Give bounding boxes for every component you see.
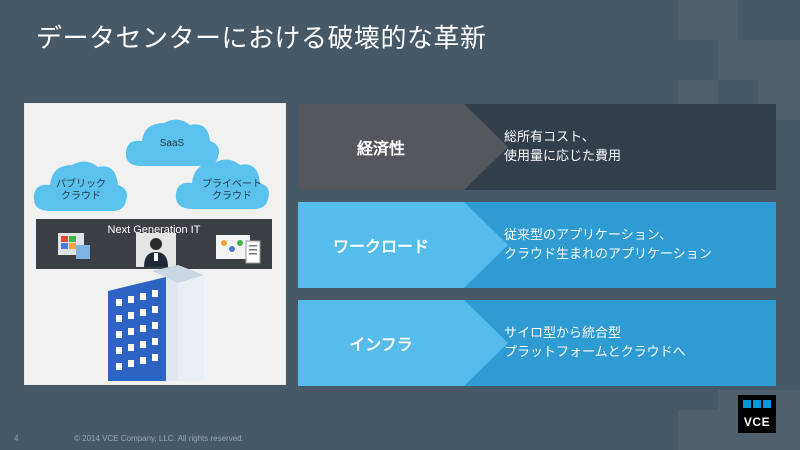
private-cloud-icon — [175, 159, 269, 209]
blocks-icon — [58, 233, 90, 259]
public-cloud-icon — [33, 161, 127, 211]
next-generation-it-label: Next Generation IT — [107, 224, 201, 236]
row-infrastructure-desc-line1: サイロ型から統合型 — [504, 326, 622, 341]
logo-square-icon — [763, 400, 771, 408]
row-workload-desc-line1: 従来型のアプリケーション、 — [504, 228, 672, 243]
row-infrastructure-desc-line2: プラットフォームとクラウドへ — [504, 345, 686, 360]
building-icon — [108, 265, 204, 381]
background-decoration — [678, 410, 718, 450]
illustration-panel: SaaS パブリック クラウド プライベート クラウド Next Generat… — [24, 103, 286, 385]
row-infrastructure-description: サイロ型から統合型 プラットフォームとクラウドへ — [504, 300, 774, 386]
slide-title: データセンターにおける破壊的な革新 — [36, 24, 487, 54]
row-workload-description: 従来型のアプリケーション、 クラウド生まれのアプリケーション — [504, 202, 774, 288]
person-icon — [136, 233, 176, 267]
background-decoration — [718, 40, 800, 80]
chevron-shape — [298, 104, 508, 190]
row-economics-desc-line2: 使用量に応じた費用 — [504, 149, 622, 164]
copyright-notice: © 2014 VCE Company, LLC. All rights rese… — [74, 434, 244, 443]
row-workload-label: ワークロード — [332, 237, 429, 256]
document-icon — [216, 235, 261, 264]
public-cloud-label-1: パブリック — [56, 179, 106, 190]
logo-text: VCE — [743, 415, 771, 429]
private-cloud-label-1: プライベート — [202, 179, 262, 190]
chevron-shape — [298, 202, 508, 288]
row-economics-label: 経済性 — [356, 139, 405, 158]
row-workload-desc-line2: クラウド生まれのアプリケーション — [504, 247, 712, 262]
row-workload: ワークロード 従来型のアプリケーション、 クラウド生まれのアプリケーション — [298, 202, 776, 288]
vce-logo: VCE — [738, 395, 776, 433]
row-economics-description: 総所有コスト、 使用量に応じた費用 — [504, 104, 774, 190]
next-generation-it-bar: Next Generation IT — [36, 219, 272, 269]
page-number: 4 — [14, 434, 19, 443]
logo-square-icon — [753, 400, 761, 408]
logo-square-icon — [743, 400, 751, 408]
row-infrastructure-label: インフラ — [349, 335, 413, 354]
row-infrastructure: インフラ サイロ型から統合型 プラットフォームとクラウドへ — [298, 300, 776, 386]
row-economics-desc-line1: 総所有コスト、 — [504, 130, 595, 145]
private-cloud-label-2: クラウド — [212, 191, 252, 202]
chevron-shape — [298, 300, 508, 386]
row-economics: 経済性 総所有コスト、 使用量に応じた費用 — [298, 104, 776, 190]
background-decoration — [678, 0, 738, 40]
public-cloud-label-2: クラウド — [61, 191, 101, 202]
saas-cloud-icon — [125, 119, 219, 166]
saas-label: SaaS — [159, 138, 185, 149]
